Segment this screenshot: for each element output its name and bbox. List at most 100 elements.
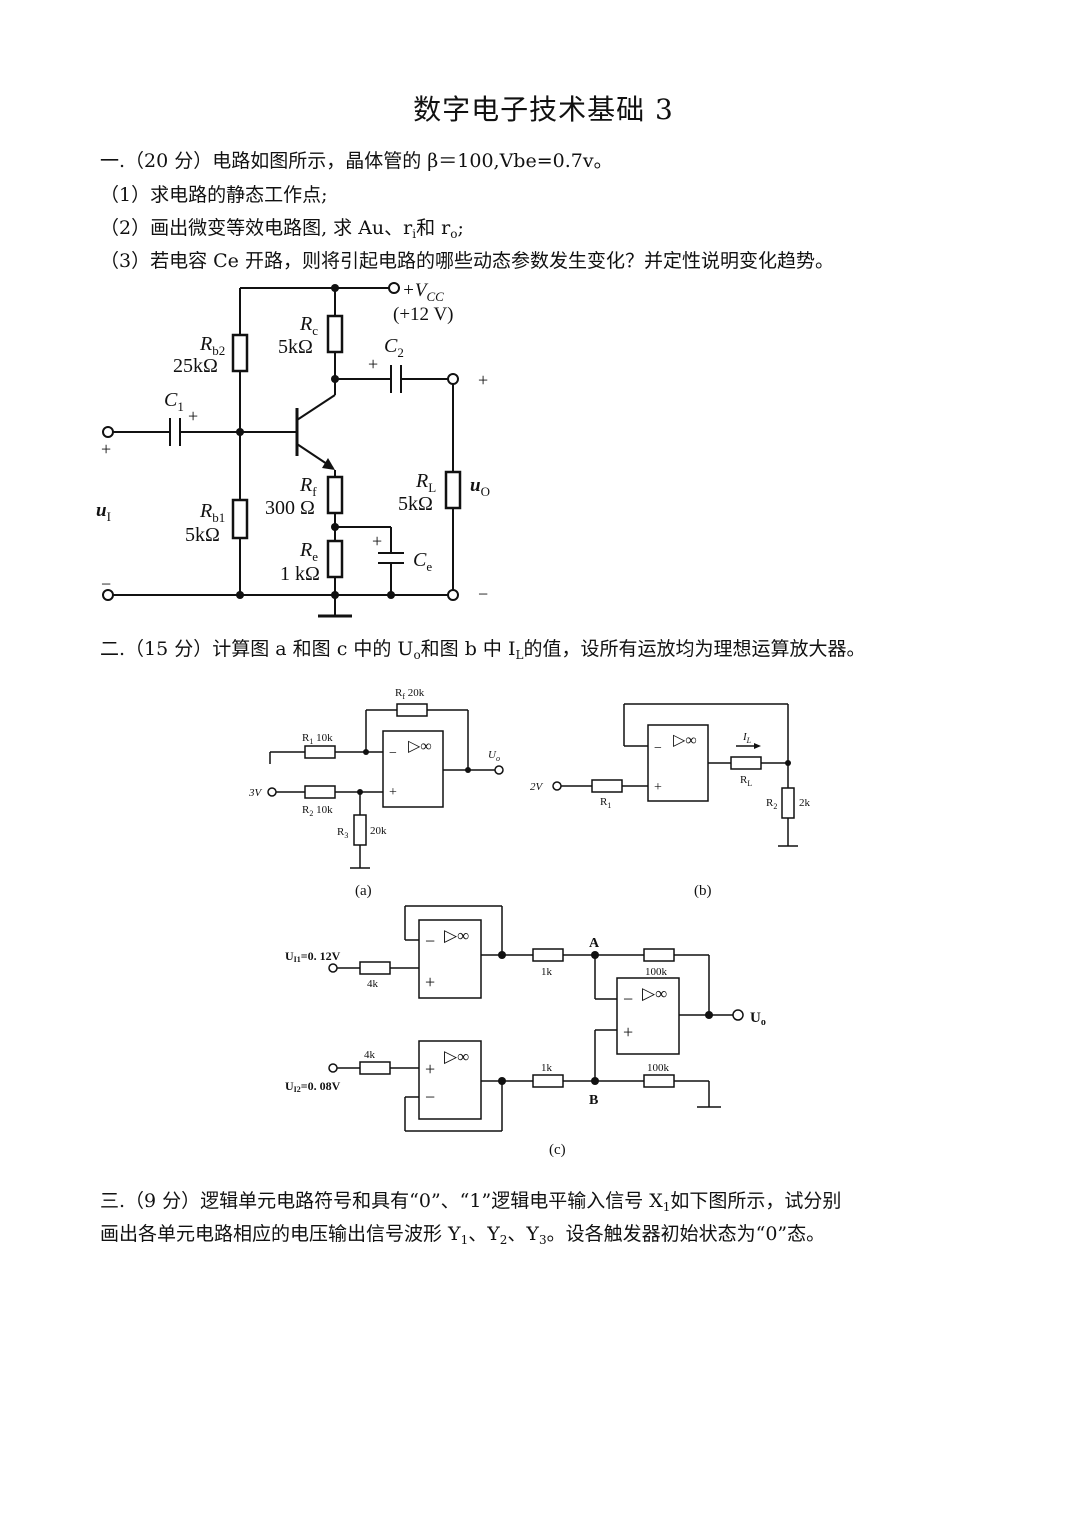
r-100k-bottom: [643, 1074, 675, 1088]
r-4k-bottom: [359, 1061, 391, 1075]
svg-text:R1: R1: [600, 796, 611, 810]
rf-sub: f: [312, 484, 317, 499]
q2-mid: 和图 b 中 I: [420, 638, 516, 660]
svg-text:+VCC: +VCC: [402, 280, 444, 304]
q1-item-2-end: ;: [457, 217, 464, 239]
r2-b-value: 2k: [799, 797, 811, 809]
q2-sub-l: L: [515, 648, 524, 662]
rl-sub: L: [428, 480, 436, 495]
rf-name: R: [299, 474, 312, 496]
q3-y2-sub: 2: [499, 1233, 508, 1247]
svg-text:IL: IL: [742, 731, 752, 745]
uo-c-sub: o: [761, 1017, 766, 1028]
opamp-c-bottom: [418, 1040, 482, 1120]
r-1k-bottom-label: 1k: [541, 1062, 553, 1074]
q2-heading: 二.（15 分）计算图 a 和图 c 中的 Uo和图 b 中 IL的值，设所有运…: [100, 634, 865, 662]
svg-text:uI: uI: [96, 500, 111, 524]
opamp-b-symbol: ▷∞: [673, 732, 697, 749]
rf-value: 300 Ω: [265, 497, 315, 519]
r-4k-bottom-label: 4k: [364, 1049, 376, 1061]
uo-terminal-a: [494, 765, 504, 775]
rb2-value: 25kΩ: [173, 355, 218, 377]
figure-b-caption: (b): [694, 883, 712, 899]
svg-text:uO: uO: [470, 475, 490, 499]
il-b-sub: L: [746, 736, 752, 745]
ui1-sub: I1: [294, 955, 301, 964]
re-name: R: [299, 539, 312, 561]
c1-name: C: [164, 389, 178, 411]
uo-a-sub: o: [496, 754, 500, 763]
opamp-a: [382, 730, 444, 808]
q1-item-2: （2）画出微变等效电路图, 求 Au、ri和 ro;: [100, 213, 464, 241]
r1-a-value: 10k: [313, 732, 333, 744]
svg-text:Rf: Rf: [299, 474, 317, 499]
ui-sub: I: [107, 509, 111, 524]
rl-value: 5kΩ: [398, 493, 433, 515]
figure-c-circuit: ▷∞ − + 1k A 100k UI1=0. 12V 4k ▷∞ − + Uo…: [285, 905, 766, 1158]
c2-name: C: [384, 335, 398, 357]
rl-b-name: R: [740, 774, 748, 786]
r2-a-sub: 2: [309, 809, 313, 818]
ui2-name: U: [285, 1079, 294, 1093]
opamp-c-bottom-plus: +: [425, 1059, 435, 1079]
q1-item-2-sub-i: i: [412, 227, 417, 241]
ui1-name: U: [285, 949, 294, 963]
ce-name: C: [413, 549, 427, 571]
r-4k-top: [359, 961, 391, 975]
rc-sub: c: [312, 323, 318, 338]
opamp-c-top-plus: +: [425, 972, 435, 992]
r1-b-sub: 1: [607, 801, 611, 810]
q3-y1-sub: 1: [460, 1233, 469, 1247]
figure-c-caption: (c): [549, 1142, 566, 1158]
c1-sub: 1: [177, 399, 184, 414]
r2-a-name: R: [302, 804, 310, 816]
opamp-b-plus: +: [654, 780, 662, 795]
figure-a-caption: (a): [355, 883, 372, 899]
svg-text:R1 10k: R1 10k: [302, 732, 333, 746]
input-plus: +: [101, 439, 111, 459]
rb1-sub: b1: [212, 510, 225, 525]
vcc-terminal: [388, 282, 400, 294]
q3-line-2: 画出各单元电路相应的电压输出信号波形 Y1、Y2、Y3。设各触发器初始状态为“0…: [100, 1219, 825, 1247]
ui-name: u: [96, 500, 107, 521]
r3-a-name: R: [337, 826, 345, 838]
vcc-value: (+12 V): [393, 304, 454, 325]
re-sub: e: [312, 549, 318, 564]
uo-sub: O: [481, 484, 490, 499]
svg-text:Rc: Rc: [299, 313, 318, 338]
rf-a-value: 20k: [405, 687, 425, 699]
q3-sep-1: 、Y: [468, 1223, 500, 1245]
r-1k-bottom: [532, 1074, 564, 1088]
rb2-name: R: [199, 333, 212, 355]
rl-name: R: [415, 470, 428, 492]
svg-text:Uo: Uo: [488, 749, 500, 763]
input-minus: −: [101, 574, 111, 594]
page-title: 数字电子技术基础 3: [413, 93, 674, 126]
c1-plus: +: [188, 406, 198, 426]
transistor: [295, 394, 336, 470]
q2-end: 的值，设所有运放均为理想运算放大器。: [523, 638, 866, 660]
opamp-c-bottom-symbol: ▷∞: [444, 1047, 469, 1066]
svg-text:R2: R2: [766, 797, 777, 811]
c2-plus: +: [368, 354, 378, 374]
r-1k-top: [532, 948, 564, 962]
svg-text:Rb1: Rb1: [199, 500, 225, 525]
uo-c-name: U: [750, 1010, 761, 1026]
svg-text:Re: Re: [299, 539, 318, 564]
q3-x1-sub: 1: [662, 1200, 671, 1214]
ce-plus: +: [372, 531, 382, 551]
q3-line-1: 三.（9 分）逻辑单元电路符号和具有“0”、“1”逻辑电平输入信号 X1如下图所…: [100, 1186, 841, 1214]
q1-item-2-sub-o: o: [450, 227, 458, 241]
q3-y3-sub: 3: [538, 1233, 547, 1247]
q3-line-2-text: 画出各单元电路相应的电压输出信号波形 Y: [100, 1223, 461, 1245]
r-1k-top-label: 1k: [541, 966, 553, 978]
rf-a-sub: f: [402, 692, 405, 701]
node-a-label: A: [589, 936, 600, 951]
svg-text:Rf 20k: Rf 20k: [395, 687, 425, 701]
svg-text:RL: RL: [415, 470, 436, 495]
ui1-terminal: [328, 963, 338, 973]
ui2-terminal: [328, 1063, 338, 1073]
q1-heading: 一.（20 分）电路如图所示，晶体管的 β＝100,Vbe=0.7v。: [100, 150, 613, 172]
q3-sep-2: 、Y: [507, 1223, 539, 1245]
svg-text:Uo: Uo: [750, 1010, 766, 1028]
